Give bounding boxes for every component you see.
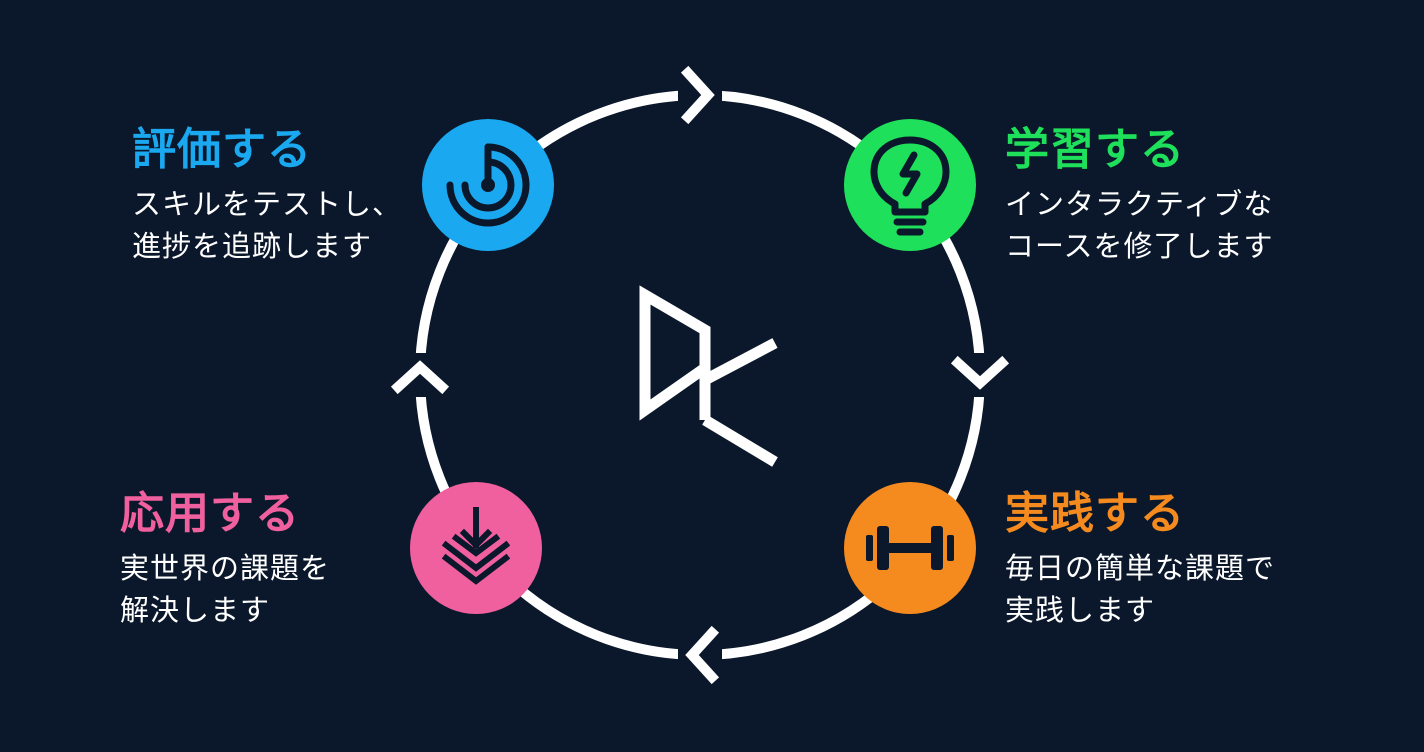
step-learn-desc-line2: コースを修了します bbox=[1005, 229, 1274, 263]
step-assess-desc-line2: 進捗を追跡します bbox=[132, 229, 373, 263]
step-assess-description: スキルをテストし、 進捗を追跡します bbox=[132, 183, 402, 267]
step-apply-desc-line1: 実世界の課題を bbox=[120, 551, 331, 585]
arrow-icon-right bbox=[950, 353, 1010, 397]
step-practice-desc-line2: 実践します bbox=[1005, 593, 1156, 627]
step-apply: 応用する 実世界の課題を 解決します bbox=[120, 487, 330, 631]
apply-node bbox=[410, 482, 542, 614]
step-learn-title: 学習する bbox=[1005, 124, 1185, 175]
target-icon bbox=[446, 143, 530, 227]
step-practice: 実践する 毎日の簡単な課題で 実践します bbox=[1005, 487, 1275, 631]
step-assess: 評価する スキルをテストし、 進捗を追跡します bbox=[132, 123, 402, 267]
learn-node bbox=[844, 119, 976, 251]
dc-logo-icon bbox=[639, 285, 778, 467]
layers-download-icon bbox=[441, 507, 511, 585]
step-practice-title: 実践する bbox=[1005, 488, 1185, 539]
step-assess-title: 評価する bbox=[132, 124, 312, 175]
practice-node bbox=[844, 482, 976, 614]
step-practice-description: 毎日の簡単な課題で 実践します bbox=[1005, 547, 1275, 631]
step-learn-description: インタラクティブな コースを修了します bbox=[1005, 183, 1274, 267]
arrow-icon-bottom bbox=[678, 625, 722, 685]
assess-node bbox=[422, 119, 554, 251]
step-learn-desc-line1: インタラクティブな bbox=[1005, 187, 1274, 221]
lightbulb-icon bbox=[870, 136, 950, 236]
step-apply-desc-line2: 解決します bbox=[120, 593, 271, 627]
step-practice-desc-line1: 毎日の簡単な課題で bbox=[1005, 551, 1276, 585]
step-apply-description: 実世界の課題を 解決します bbox=[120, 547, 330, 631]
step-apply-title: 応用する bbox=[120, 488, 300, 539]
arrow-icon-top bbox=[678, 65, 722, 125]
dumbbell-icon bbox=[866, 526, 954, 570]
step-assess-desc-line1: スキルをテストし、 bbox=[132, 187, 403, 221]
arrow-icon-left bbox=[390, 353, 450, 397]
step-learn: 学習する インタラクティブな コースを修了します bbox=[1005, 123, 1274, 267]
